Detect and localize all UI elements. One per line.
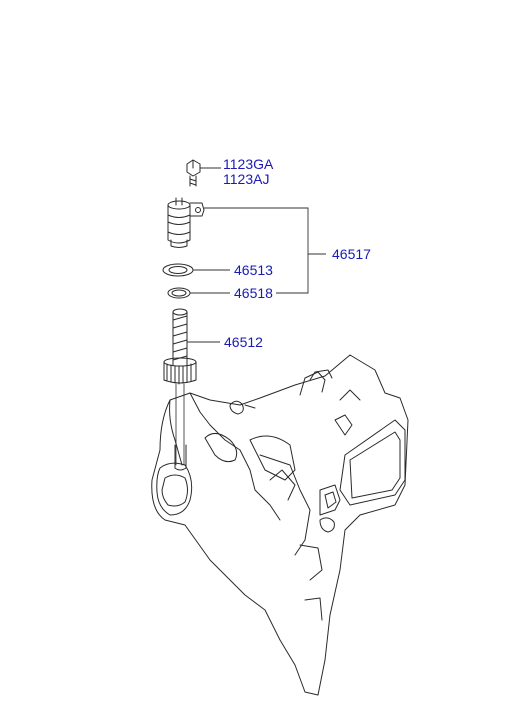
label-bolt-b[interactable]: 1123AJ [223, 171, 270, 187]
speed-sensor [167, 197, 205, 248]
mounting-bolt [186, 159, 201, 187]
label-o-ring-small[interactable]: 46518 [234, 285, 273, 301]
label-bolt-a[interactable]: 1123GA [223, 156, 274, 172]
leader-bracket-46517 [204, 207, 309, 294]
speedometer-driven-gear [163, 308, 197, 466]
leader-lines [187, 167, 326, 343]
o-ring-large [162, 263, 194, 277]
label-o-ring-large[interactable]: 46513 [234, 262, 273, 278]
label-driven-gear[interactable]: 46512 [224, 334, 263, 350]
label-sensor-assembly[interactable]: 46517 [332, 246, 371, 262]
o-ring-small [167, 287, 191, 299]
transmission-case [151, 354, 409, 696]
